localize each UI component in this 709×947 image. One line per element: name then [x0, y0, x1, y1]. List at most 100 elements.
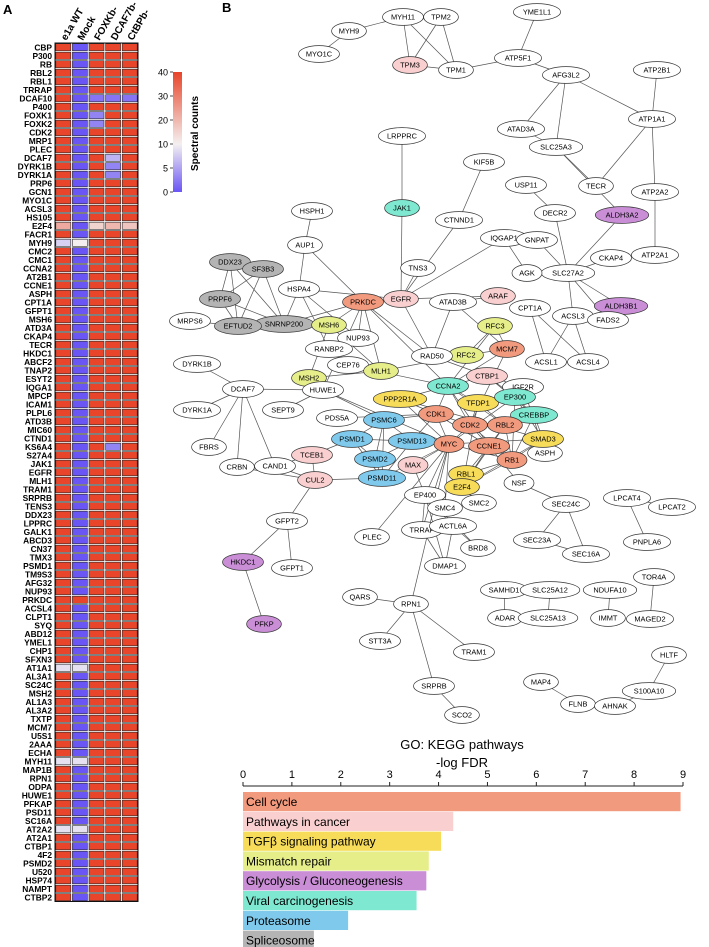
heatmap-cell — [72, 230, 88, 239]
heatmap-cell — [72, 383, 88, 392]
node-label: MAGED2 — [634, 615, 665, 624]
network-node: RANBP2 — [305, 340, 353, 358]
heatmap-cell — [72, 451, 88, 460]
heatmap-cell — [55, 383, 72, 392]
heatmap-cell — [105, 85, 121, 94]
heatmap-cell — [88, 629, 105, 638]
node-label: NUP93 — [346, 334, 370, 343]
heatmap-cell — [121, 638, 138, 647]
protein-label: JAK1 — [31, 459, 53, 469]
heatmap-cell — [121, 323, 138, 332]
heatmap-cell — [72, 748, 88, 757]
heatmap-cell — [121, 196, 138, 205]
heatmap-cell — [72, 289, 88, 298]
node-label: ACTL6A — [439, 522, 467, 531]
heatmap-row: GCN1 — [29, 187, 138, 197]
heatmap-cell — [121, 646, 138, 655]
heatmap-cell — [72, 323, 88, 332]
node-label: S100A10 — [634, 687, 664, 696]
network-node: MCM7 — [489, 340, 525, 358]
node-ellipse — [429, 293, 477, 311]
protein-label: MLH1 — [29, 476, 52, 486]
heatmap-cell — [121, 340, 138, 349]
node-ellipse — [363, 411, 405, 429]
protein-label: MYO1C — [22, 195, 52, 205]
heatmap-cell — [55, 298, 72, 307]
node-label: RAD50 — [420, 352, 444, 361]
protein-label: ODPA — [28, 782, 52, 792]
network-node: LPCAT2 — [648, 498, 696, 516]
heatmap-cell — [72, 485, 88, 494]
heatmap-cell — [121, 77, 138, 86]
network-edge — [554, 212, 569, 274]
node-ellipse — [378, 127, 426, 145]
network-node: SLC27A2 — [540, 264, 596, 282]
bar — [243, 930, 314, 947]
node-label: CREBBP — [519, 411, 549, 420]
node-ellipse — [278, 280, 320, 298]
node-label: RPN1 — [401, 600, 421, 609]
heatmap-cell — [105, 740, 121, 749]
heatmap-cell — [88, 621, 105, 630]
network-node: TPM2 — [423, 8, 459, 26]
heatmap-cell — [121, 587, 138, 596]
node-ellipse — [246, 615, 282, 633]
heatmap-cell — [55, 519, 72, 528]
heatmap-row: SFXN3 — [25, 654, 138, 664]
network-node: HSPH1 — [291, 202, 333, 220]
node-label: BRD8 — [468, 544, 488, 553]
node-label: NDUFA10 — [593, 586, 626, 595]
node-label: ATP5F1 — [505, 54, 532, 63]
heatmap-cell — [88, 145, 105, 154]
heatmap-cell — [121, 187, 138, 196]
heatmap-cell — [105, 162, 121, 171]
heatmap-cell — [105, 238, 121, 247]
node-label: YME1L1 — [523, 8, 551, 17]
heatmap-cell — [88, 731, 105, 740]
heatmap-cell — [88, 349, 105, 358]
heatmap-cell — [121, 850, 138, 859]
protein-label: ABD12 — [25, 629, 53, 639]
node-label: SCO2 — [452, 711, 472, 720]
heatmap-cell — [72, 434, 88, 443]
heatmap-cell — [121, 298, 138, 307]
protein-label: S27A4 — [26, 450, 52, 460]
network-node: SLC25A13 — [517, 609, 579, 627]
node-label: ADAR — [495, 614, 516, 623]
node-ellipse — [291, 202, 333, 220]
node-label: DCAF7 — [231, 385, 255, 394]
node-ellipse — [509, 299, 551, 317]
network-edge — [208, 388, 244, 448]
node-label: SMAD3 — [530, 435, 555, 444]
heatmap-cell — [88, 595, 105, 604]
heatmap-cell — [105, 833, 121, 842]
protein-label: PSMD2 — [23, 858, 52, 868]
heatmap-cell — [105, 706, 121, 715]
heatmap-cell — [88, 391, 105, 400]
node-label: CAND1 — [262, 462, 287, 471]
heatmap-cell — [88, 221, 105, 230]
protein-label: CCNA2 — [23, 263, 52, 273]
heatmap-cell — [55, 111, 72, 120]
heatmap-cell — [88, 60, 105, 69]
node-ellipse — [494, 49, 542, 67]
heatmap-row: CPT1A — [25, 297, 138, 307]
heatmap-cell — [105, 94, 121, 103]
node-ellipse — [271, 559, 313, 577]
heatmap-cell — [55, 238, 72, 247]
heatmap-cell — [55, 179, 72, 188]
node-ellipse — [298, 45, 340, 63]
heatmap-cell — [121, 553, 138, 562]
heatmap-cell — [55, 306, 72, 315]
protein-label: RBL1 — [30, 76, 52, 86]
node-ellipse — [173, 355, 221, 373]
network-node: PSMD11 — [358, 469, 406, 487]
heatmap-cell — [55, 629, 72, 638]
heatmap-cell — [105, 408, 121, 417]
heatmap-row: ACSL3 — [25, 204, 138, 214]
node-ellipse — [513, 531, 561, 549]
protein-label: P400 — [32, 102, 52, 112]
heatmap-cell — [55, 570, 72, 579]
heatmap-cell — [55, 680, 72, 689]
